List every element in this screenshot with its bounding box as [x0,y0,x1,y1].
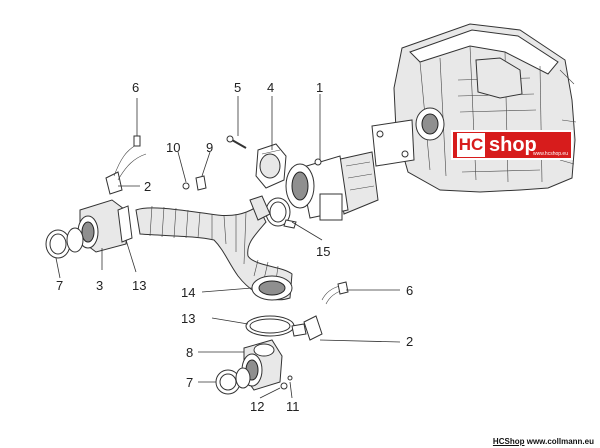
clamp-15 [265,197,297,229]
screw-5 [226,135,247,149]
footer-credit: HCShop www.collmann.eu [493,437,594,446]
clamp-13-upper [117,205,133,243]
callout-5: 5 [234,80,241,95]
clamp-13-lower [245,315,307,337]
bolt-6-upper [133,135,141,147]
throttle-actuator [255,143,287,189]
callout-9: 9 [206,140,213,155]
gasket-7-upper [45,227,84,259]
callout-6-lower: 6 [406,283,413,298]
footer-link-hcshop[interactable]: HCShop [492,437,525,446]
callout-6-upper: 6 [132,80,139,95]
logo-hc-text: HC [457,133,485,157]
logo-url-text: www.hcshop.eu [532,151,568,157]
callout-1: 1 [316,80,323,95]
screw-11-washer-12 [280,375,293,390]
callout-10: 10 [166,140,180,155]
intake-manifold-upper [77,143,147,253]
callout-2-upper: 2 [144,179,151,194]
callout-3: 3 [96,278,103,293]
callout-14: 14 [181,285,195,300]
callout-2-lower: 2 [406,334,413,349]
intake-manifold-lower [241,339,283,391]
screw-9-washer-10 [182,175,207,191]
callout-15: 15 [316,244,330,259]
callout-13-lower: 13 [181,311,195,326]
engine-block [371,23,577,193]
callout-12: 12 [250,399,264,414]
throttle-body [285,151,379,221]
logo-shop-text: shop [489,134,537,156]
sensor-lower [303,281,349,341]
corrugated-hose [135,195,293,301]
callout-11: 11 [286,399,300,414]
callout-13-upper: 13 [132,278,146,293]
leader-lines [55,94,401,399]
hcshop-logo: HC shop www.hcshop.eu [451,130,573,160]
callout-7-lower: 7 [186,375,193,390]
footer-link-collmann[interactable]: www.collmann.eu [526,437,594,446]
callout-4: 4 [267,80,274,95]
gasket-7-lower [215,367,251,395]
callout-7-upper: 7 [56,278,63,293]
callout-8: 8 [186,345,193,360]
